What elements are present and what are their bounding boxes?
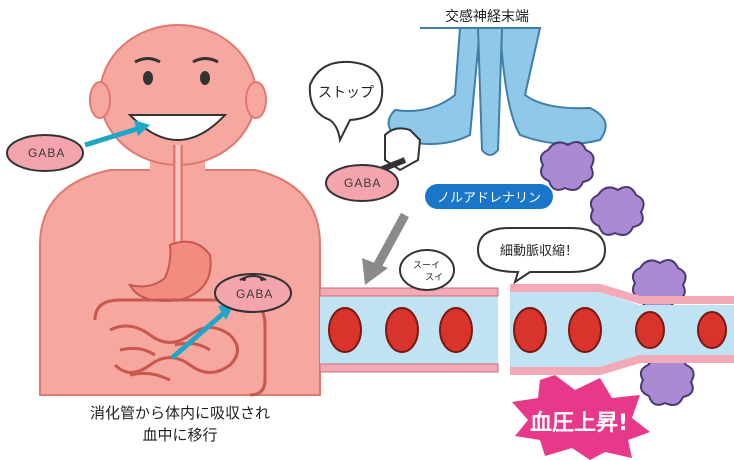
- blood-pressure-rise-text: 血圧上昇!: [530, 411, 629, 436]
- nerve-terminal-title: 交感神経末端: [445, 9, 529, 25]
- stop-hand-icon: [378, 127, 422, 173]
- blood-pressure-burst: [512, 375, 650, 460]
- stop-speech-bubble: [308, 60, 384, 144]
- down-arrow-icon: [362, 212, 409, 285]
- vasoconstriction-bubble-text: 細動脈収縮！: [500, 244, 579, 259]
- caption-line1: 消化管から体内に吸収され: [89, 404, 270, 422]
- blood-vessel-constricted: [510, 284, 734, 375]
- noradrenaline-label: ノルアドレナリン: [425, 184, 554, 209]
- gaba-pill-mouth: [6, 134, 84, 172]
- relax-bubble-text-2: スイ: [425, 273, 444, 283]
- human-figure: [39, 24, 321, 397]
- gaba-pill-blood: [214, 273, 292, 313]
- caption-line2: 血中に移行: [142, 426, 218, 444]
- relax-bubble-text-1: スーイ: [413, 261, 441, 271]
- gaba-label-blood: GABA: [236, 287, 274, 301]
- gaba-pill-right: [325, 164, 399, 202]
- relax-speech-bubble: [399, 249, 455, 291]
- vasoconstriction-speech-bubble: [476, 227, 607, 285]
- blood-vessel-normal: [319, 287, 499, 373]
- stop-bubble-text: ストップ: [318, 85, 374, 101]
- gaba-label-mouth: GABA: [28, 146, 66, 160]
- nerve-terminal: [387, 27, 607, 156]
- noradrenaline-molecules: [539, 140, 695, 406]
- gaba-label-right: GABA: [344, 176, 382, 190]
